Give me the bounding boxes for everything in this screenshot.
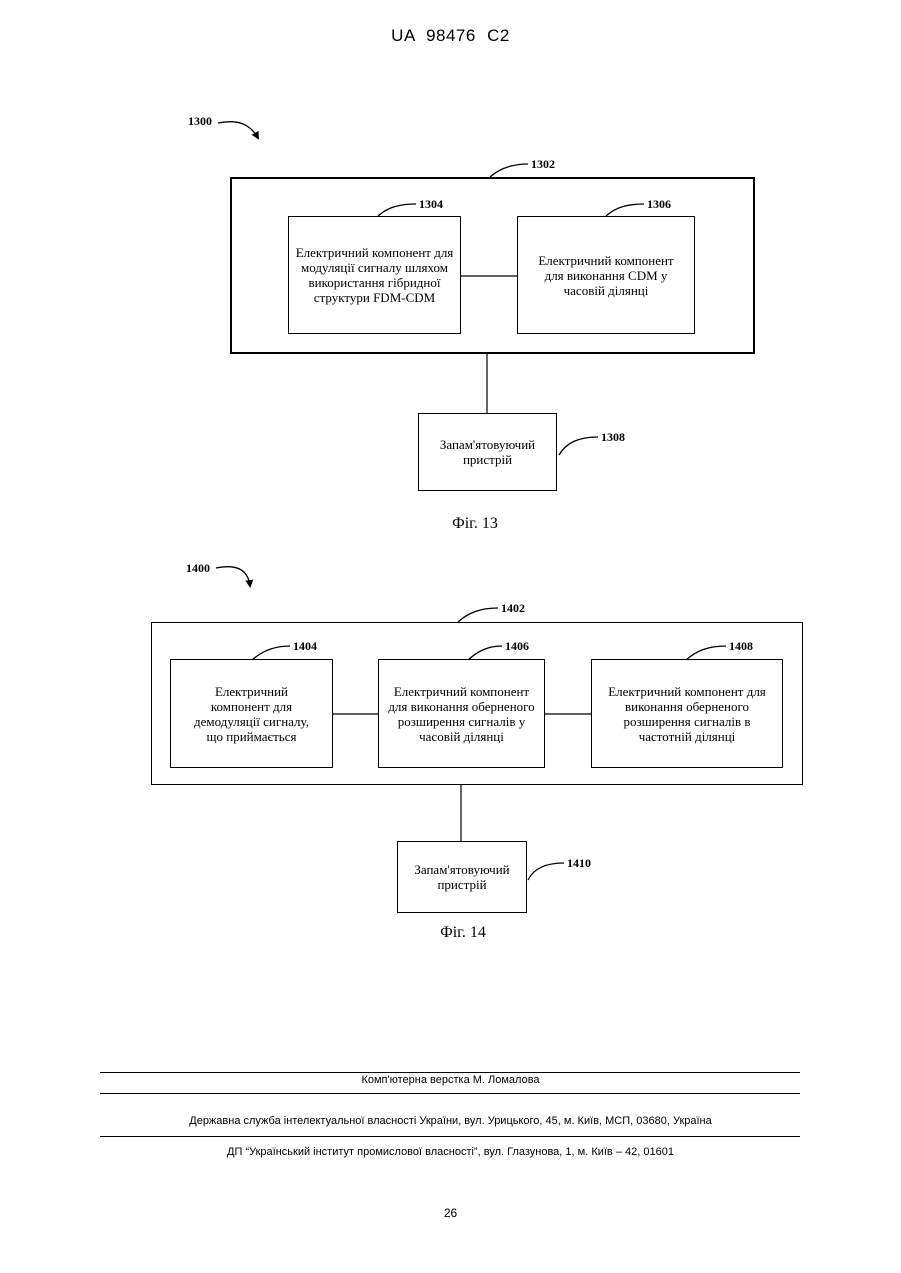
leader-arrow-1400 [216,567,250,586]
agency-address: Державна служба інтелектуальної власност… [0,1115,901,1127]
ref-label-1402: 1402 [501,602,525,614]
memory-text-1308: Запам'ятовуючий пристрій [433,437,542,467]
ref-label-1302: 1302 [531,158,555,170]
frequency-despreading-component-text: Електричний компонент для виконання обер… [600,684,774,744]
ref-label-1410: 1410 [567,857,591,869]
institute-address: ДП “Український інститут промислової вла… [0,1146,901,1158]
ref-label-1400: 1400 [186,562,210,574]
modulation-component-box: Електричний компонент для модуляції сигн… [288,216,461,334]
ref-label-1300: 1300 [188,115,212,127]
leader-line-1308 [559,437,598,455]
memory-box-1410: Запам'ятовуючий пристрій [397,841,527,913]
time-despreading-component-text: Електричний компонент для виконання обер… [387,684,536,744]
leader-line-1410 [528,863,564,880]
footer-rule-top [100,1072,800,1073]
cdm-time-component-box: Електричний компонент для виконання CDM … [517,216,695,334]
demodulation-component-box: Електричний компонент для демодуляції си… [170,659,333,768]
demodulation-component-text: Електричний компонент для демодуляції си… [185,684,318,744]
ref-label-1308: 1308 [601,431,625,443]
modulation-component-text: Електричний компонент для модуляції сигн… [293,245,456,305]
frequency-despreading-component-box: Електричний компонент для виконання обер… [591,659,783,768]
figure-14-caption: Фіг. 14 [403,924,523,942]
cdm-time-component-text: Електричний компонент для виконання CDM … [530,253,682,298]
figure-13-caption: Фіг. 13 [415,515,535,533]
memory-text-1410: Запам'ятовуючий пристрій [408,862,516,892]
footer-rule-bottom [100,1136,800,1137]
leader-line-1402 [458,608,498,622]
footer-rule-middle [100,1093,800,1094]
leader-line-1302 [490,164,528,177]
leader-arrow-1300 [218,122,258,138]
memory-box-1308: Запам'ятовуючий пристрій [418,413,557,491]
layout-credit: Комп'ютерна верстка М. Ломалова [0,1074,901,1086]
time-despreading-component-box: Електричний компонент для виконання обер… [378,659,545,768]
page-number: 26 [0,1206,901,1220]
